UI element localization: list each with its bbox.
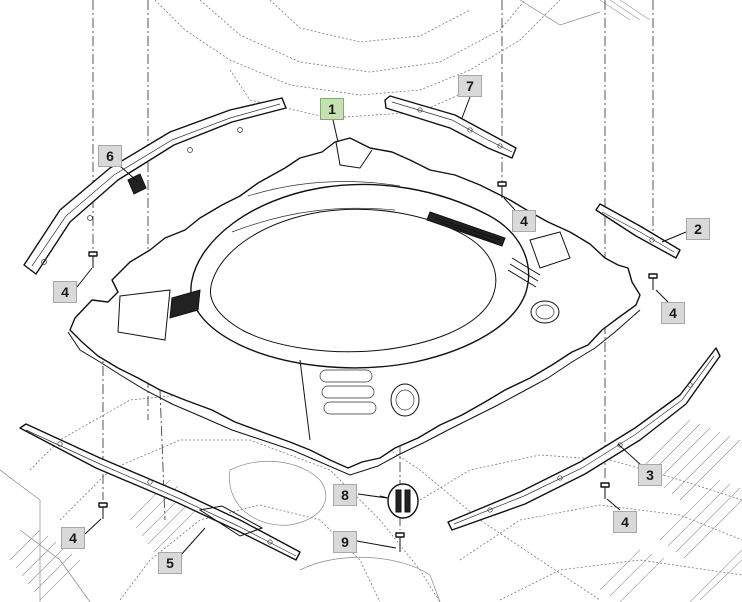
callout-1[interactable]: 1: [320, 98, 344, 120]
part-clip: [379, 483, 419, 519]
callout-9[interactable]: 9: [333, 531, 357, 553]
part-upper-right-trim: [384, 95, 517, 159]
leader-lines: [76, 96, 687, 557]
part-small-right-trim: [595, 203, 681, 259]
screw-4-lower-left: [98, 502, 108, 519]
screw-4-top-center: [497, 181, 507, 198]
callout-2[interactable]: 2: [686, 218, 710, 240]
callout-5[interactable]: 5: [158, 552, 182, 574]
callout-4-right[interactable]: 4: [661, 302, 685, 324]
screw-4-lower-right: [600, 482, 610, 499]
callout-4-lower-left[interactable]: 4: [61, 527, 85, 549]
part-lower-right-trim: [447, 347, 721, 531]
screw-9: [395, 532, 405, 552]
part-upper-left-trim: [23, 97, 287, 275]
part-main-panel: [67, 137, 641, 476]
callout-8[interactable]: 8: [333, 484, 357, 506]
fasteners: [88, 181, 658, 552]
screw-4-right: [648, 273, 658, 290]
callout-6[interactable]: 6: [98, 145, 122, 167]
callout-3[interactable]: 3: [638, 464, 662, 486]
part-lower-left-trim: [19, 423, 301, 561]
callout-7[interactable]: 7: [458, 75, 482, 97]
callout-4-top-center[interactable]: 4: [512, 210, 536, 232]
screw-4-upper-left: [88, 251, 98, 268]
callout-4-lower-right[interactable]: 4: [613, 511, 637, 533]
callout-4-upper-left[interactable]: 4: [53, 281, 77, 303]
